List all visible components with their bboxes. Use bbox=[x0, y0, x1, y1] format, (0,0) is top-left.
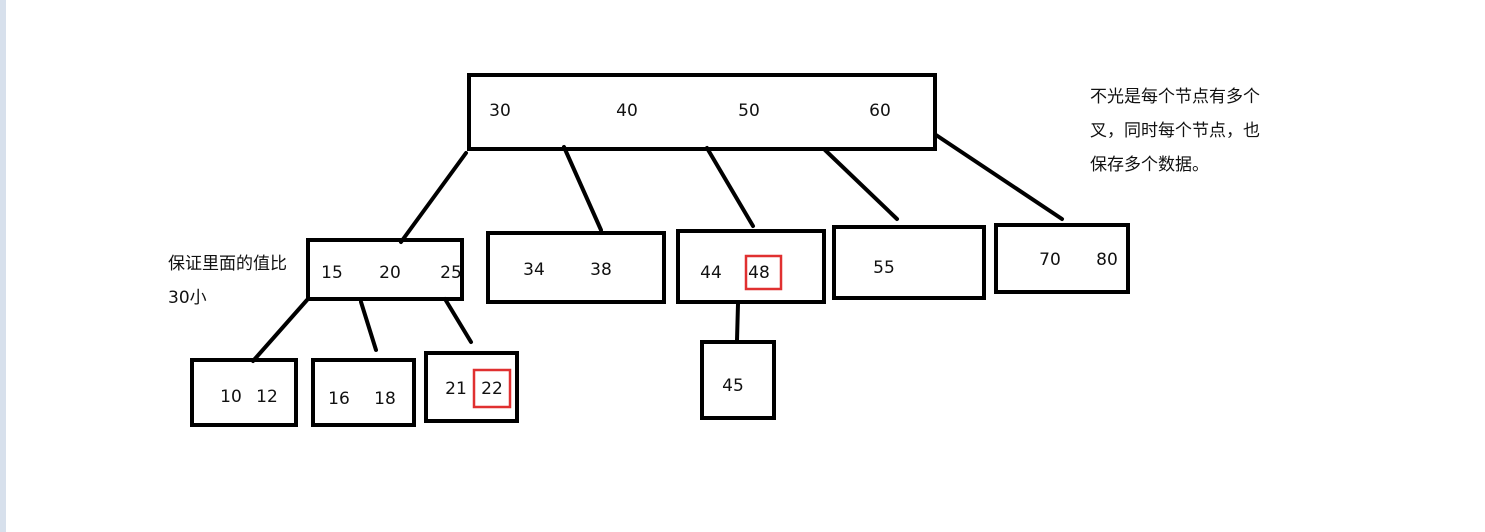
node-key: 50 bbox=[738, 101, 760, 121]
node-box bbox=[832, 225, 986, 300]
node-key: 30 bbox=[489, 101, 511, 121]
node-key: 80 bbox=[1096, 250, 1118, 270]
node-key: 40 bbox=[616, 101, 638, 121]
btree-node-16-18: 16 18 bbox=[311, 358, 416, 427]
node-box bbox=[190, 358, 298, 427]
node-key: 20 bbox=[379, 263, 401, 283]
edge-node-15-20-25-to-node-21-22 bbox=[443, 297, 473, 344]
node-key: 34 bbox=[523, 260, 545, 280]
edge-node-15-20-25-to-node-10-12 bbox=[251, 298, 309, 363]
btree-node-15-20-25: 15 20 25 bbox=[306, 238, 464, 301]
node-key: 70 bbox=[1039, 250, 1061, 270]
btree-node-70-80: 70 80 bbox=[994, 223, 1130, 294]
node-key-highlighted: 22 bbox=[481, 379, 503, 399]
node-key: 55 bbox=[873, 258, 895, 278]
node-box bbox=[994, 223, 1130, 294]
node-box bbox=[676, 229, 826, 304]
edge-root-to-node-70-80 bbox=[934, 133, 1064, 221]
node-key: 44 bbox=[700, 263, 722, 283]
node-box bbox=[311, 358, 416, 427]
annotation-left-note: 保证里面的值比 30小 bbox=[168, 254, 287, 308]
node-key: 16 bbox=[328, 389, 350, 409]
node-key: 10 bbox=[220, 387, 242, 407]
node-key-highlighted: 48 bbox=[748, 263, 770, 283]
tree-nodes: 30 40 50 60 15 20 25 34 38 44 48 55 bbox=[190, 73, 1130, 427]
annotation-right-note: 不光是每个节点有多个 叉，同时每个节点，也 保存多个数据。 bbox=[1090, 87, 1260, 175]
edge-root-to-node-15-20-25 bbox=[399, 151, 468, 244]
node-key: 12 bbox=[256, 387, 278, 407]
tree-edges bbox=[251, 133, 1064, 363]
node-box bbox=[424, 351, 519, 423]
highlight-box-48 bbox=[744, 254, 783, 291]
node-key: 25 bbox=[440, 263, 462, 283]
btree-node-45: 45 bbox=[700, 340, 776, 420]
node-box bbox=[306, 238, 464, 301]
node-box bbox=[700, 340, 776, 420]
edge-node-15-20-25-to-node-16-18 bbox=[359, 300, 378, 352]
window-edge-strip bbox=[0, 0, 6, 532]
node-key: 38 bbox=[590, 260, 612, 280]
node-key: 15 bbox=[321, 263, 343, 283]
btree-node-root: 30 40 50 60 bbox=[467, 73, 937, 151]
highlight-box-22 bbox=[472, 368, 512, 409]
node-key: 18 bbox=[374, 389, 396, 409]
edge-root-to-node-44-48 bbox=[705, 146, 755, 228]
edge-root-to-node-34-38 bbox=[562, 145, 603, 232]
node-key: 60 bbox=[869, 101, 891, 121]
edge-root-to-node-55 bbox=[823, 148, 899, 221]
btree-node-34-38: 34 38 bbox=[486, 231, 666, 304]
btree-node-10-12: 10 12 bbox=[190, 358, 298, 427]
node-box bbox=[486, 231, 666, 304]
edge-node-44-48-to-node-45 bbox=[735, 302, 740, 342]
btree-node-21-22: 21 22 bbox=[424, 351, 519, 423]
node-key: 21 bbox=[445, 379, 467, 399]
node-box bbox=[467, 73, 937, 151]
btree-node-44-48: 44 48 bbox=[676, 229, 826, 304]
node-key: 45 bbox=[722, 376, 744, 396]
btree-node-55: 55 bbox=[832, 225, 986, 300]
